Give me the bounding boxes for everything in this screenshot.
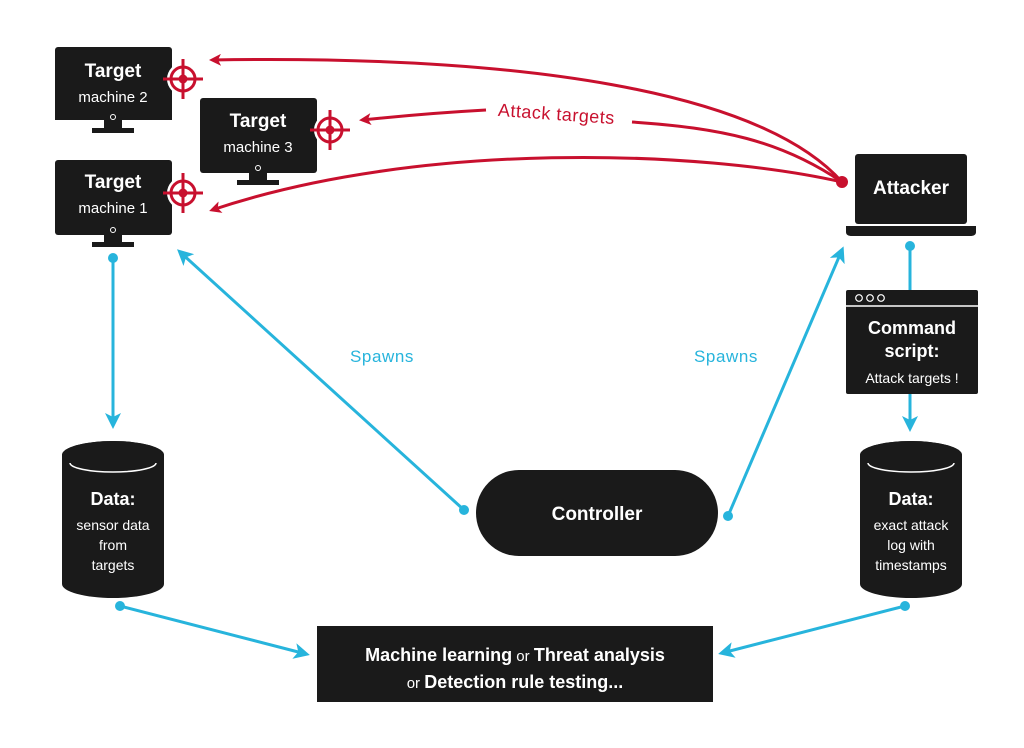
arrow-data-right-to-output — [718, 604, 906, 658]
command-script-window: Command script: Attack targets ! — [846, 290, 978, 394]
attacker-origin-dot — [836, 176, 848, 188]
target-2-title: Target — [85, 61, 142, 82]
spawns-label-right: Spawns — [694, 347, 758, 366]
target-machine-1: Target machine 1 — [55, 160, 172, 247]
crosshair-icon — [163, 59, 203, 99]
output-or-1: or — [512, 648, 534, 665]
laptop-screen — [855, 154, 967, 224]
data-left-line: from — [99, 537, 127, 553]
target-1-title: Target — [85, 172, 142, 193]
data-left-title: Data: — [90, 489, 135, 509]
monitor-led — [110, 227, 116, 233]
attack-targets-label: Attack targets — [497, 100, 615, 128]
attack-arrow-machine-2 — [209, 53, 844, 183]
target-2-subtitle: machine 2 — [78, 89, 147, 106]
attack-arrow-machine-3 — [631, 120, 843, 184]
monitor-screen — [200, 98, 317, 173]
crosshair-icon — [163, 173, 203, 213]
crosshair-icon — [310, 110, 350, 150]
monitor-stand — [104, 120, 122, 129]
target-1-subtitle: machine 1 — [78, 200, 147, 217]
data-store-right: Data: exact attack log with timestamps — [860, 441, 962, 598]
window-dot-icon — [855, 294, 863, 302]
command-script-title-2: script: — [884, 341, 939, 361]
target-3-subtitle: machine 3 — [223, 139, 292, 156]
spawn-arrow-targets — [177, 249, 466, 512]
output-part-2: Threat analysis — [534, 645, 665, 665]
target-machine-3: Target machine 3 — [200, 98, 317, 185]
data-right-line: timestamps — [875, 557, 947, 573]
controller-label: Controller — [552, 504, 643, 525]
arrow-data-left-to-output — [119, 604, 310, 659]
monitor-led — [110, 114, 116, 120]
monitor-stand — [104, 235, 122, 243]
output-line-1: Machine learning or Threat analysis — [365, 645, 665, 665]
data-store-left: Data: sensor data from targets — [62, 441, 164, 598]
laptop-base — [846, 226, 976, 236]
data-left-line: targets — [92, 557, 135, 573]
data-right-title: Data: — [888, 489, 933, 509]
monitor-screen — [55, 160, 172, 235]
data-right-line: log with — [887, 537, 934, 553]
flow-arrows — [105, 241, 918, 659]
data-left-line: sensor data — [76, 517, 149, 533]
output-part-3: Detection rule testing... — [424, 672, 623, 692]
command-script-body: Attack targets ! — [865, 370, 958, 386]
output-box: Machine learning or Threat analysis or D… — [317, 626, 713, 702]
monitor-screen — [55, 47, 172, 120]
window-dot-icon — [866, 294, 874, 302]
target-3-title: Target — [230, 111, 287, 132]
attack-arrow-machine-1 — [209, 155, 843, 213]
output-line-2: or Detection rule testing... — [407, 672, 624, 692]
spawns-label-left: Spawns — [350, 347, 414, 366]
window-dot-icon — [877, 294, 885, 302]
output-part-1: Machine learning — [365, 645, 512, 665]
data-right-line: exact attack — [874, 517, 950, 533]
target-machine-2: Target machine 2 — [55, 47, 172, 133]
attacker-label: Attacker — [873, 178, 950, 199]
command-script-title-1: Command — [868, 318, 956, 338]
monitor-stand — [249, 173, 267, 181]
attack-arrow-machine-3-head — [359, 108, 487, 126]
spawn-arrow-attacker — [726, 246, 845, 517]
output-or-2: or — [407, 675, 425, 692]
controller-node: Controller — [476, 470, 718, 556]
attacker-laptop: Attacker — [846, 154, 976, 236]
monitor-led — [255, 165, 261, 171]
